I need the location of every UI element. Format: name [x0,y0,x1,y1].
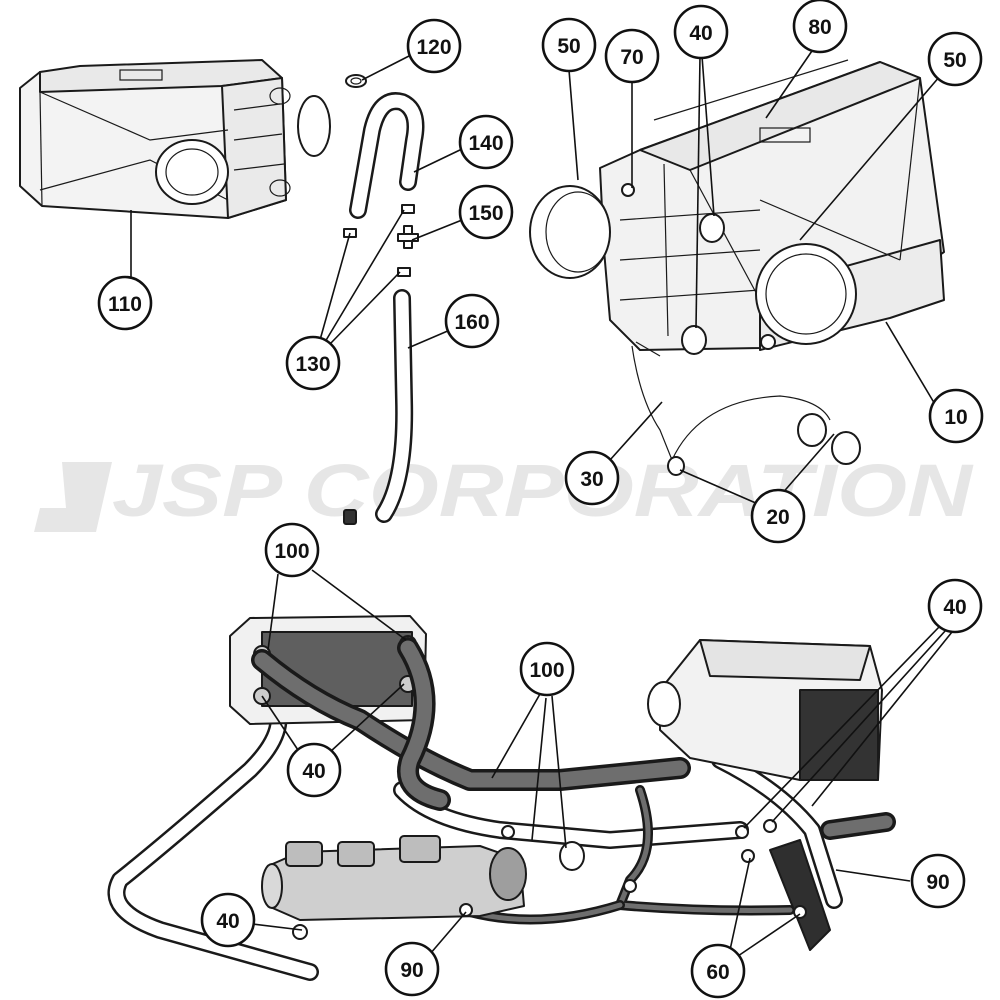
watermark-logo-mark [34,462,112,532]
part-160-hose [375,289,414,523]
svg-text:50: 50 [943,49,966,72]
part-10-reservoir [529,59,945,355]
callout-60: 60 [690,943,746,999]
callout-100-center: 100 [519,641,575,697]
callout-140: 140 [458,114,514,170]
svg-text:60: 60 [706,961,729,984]
callout-110: 110 [97,275,153,331]
leader-lines [130,47,953,957]
svg-text:70: 70 [620,46,643,69]
part-110-airbox [19,59,331,219]
callout-40-top: 40 [673,4,729,60]
svg-text:10: 10 [944,406,967,429]
callout-10: 10 [928,388,984,444]
svg-text:100: 100 [274,540,309,563]
callout-40-right: 40 [927,578,983,634]
part-plug [343,509,357,525]
callout-70: 70 [604,28,660,84]
callout-90-right: 90 [910,853,966,909]
svg-text:50: 50 [557,35,580,58]
callout-90-bottom: 90 [384,941,440,997]
svg-text:90: 90 [400,959,423,982]
svg-text:130: 130 [295,353,330,376]
svg-text:40: 40 [302,760,325,783]
callout-100-left: 100 [264,522,320,578]
svg-text:30: 30 [580,468,603,491]
callouts: 120 140 150 110 130 160 50 70 [97,0,984,999]
lower-exhaust-manifold [261,835,585,921]
callout-20: 20 [750,488,806,544]
callout-30: 30 [564,450,620,506]
svg-text:90: 90 [926,871,949,894]
callout-40-bottom: 40 [200,892,256,948]
lower-hose-clamps [292,819,807,940]
svg-text:160: 160 [454,311,489,334]
svg-text:20: 20 [766,506,789,529]
svg-text:120: 120 [416,36,451,59]
svg-text:40: 40 [943,596,966,619]
part-140-hose [349,92,425,219]
part-150-tee [397,225,419,249]
svg-text:40: 40 [689,22,712,45]
callout-120: 120 [406,18,462,74]
svg-text:40: 40 [216,910,239,933]
callout-50-left: 50 [541,17,597,73]
callout-80: 80 [792,0,848,54]
callout-50-right: 50 [927,31,983,87]
part-120-clip [345,74,367,88]
svg-text:110: 110 [108,293,142,316]
svg-text:100: 100 [529,659,564,682]
callout-160: 160 [444,293,500,349]
part-20-clamps [667,413,861,476]
svg-text:140: 140 [468,132,503,155]
callout-40-left: 40 [286,742,342,798]
callout-150: 150 [458,184,514,240]
watermark-text: JSP CORPORATION [112,449,974,532]
lower-reservoir [647,639,883,951]
svg-text:80: 80 [808,16,831,39]
watermark: JSP CORPORATION [34,449,974,532]
svg-text:150: 150 [468,202,503,225]
callout-130: 130 [285,335,341,391]
part-30-wire [631,341,831,462]
